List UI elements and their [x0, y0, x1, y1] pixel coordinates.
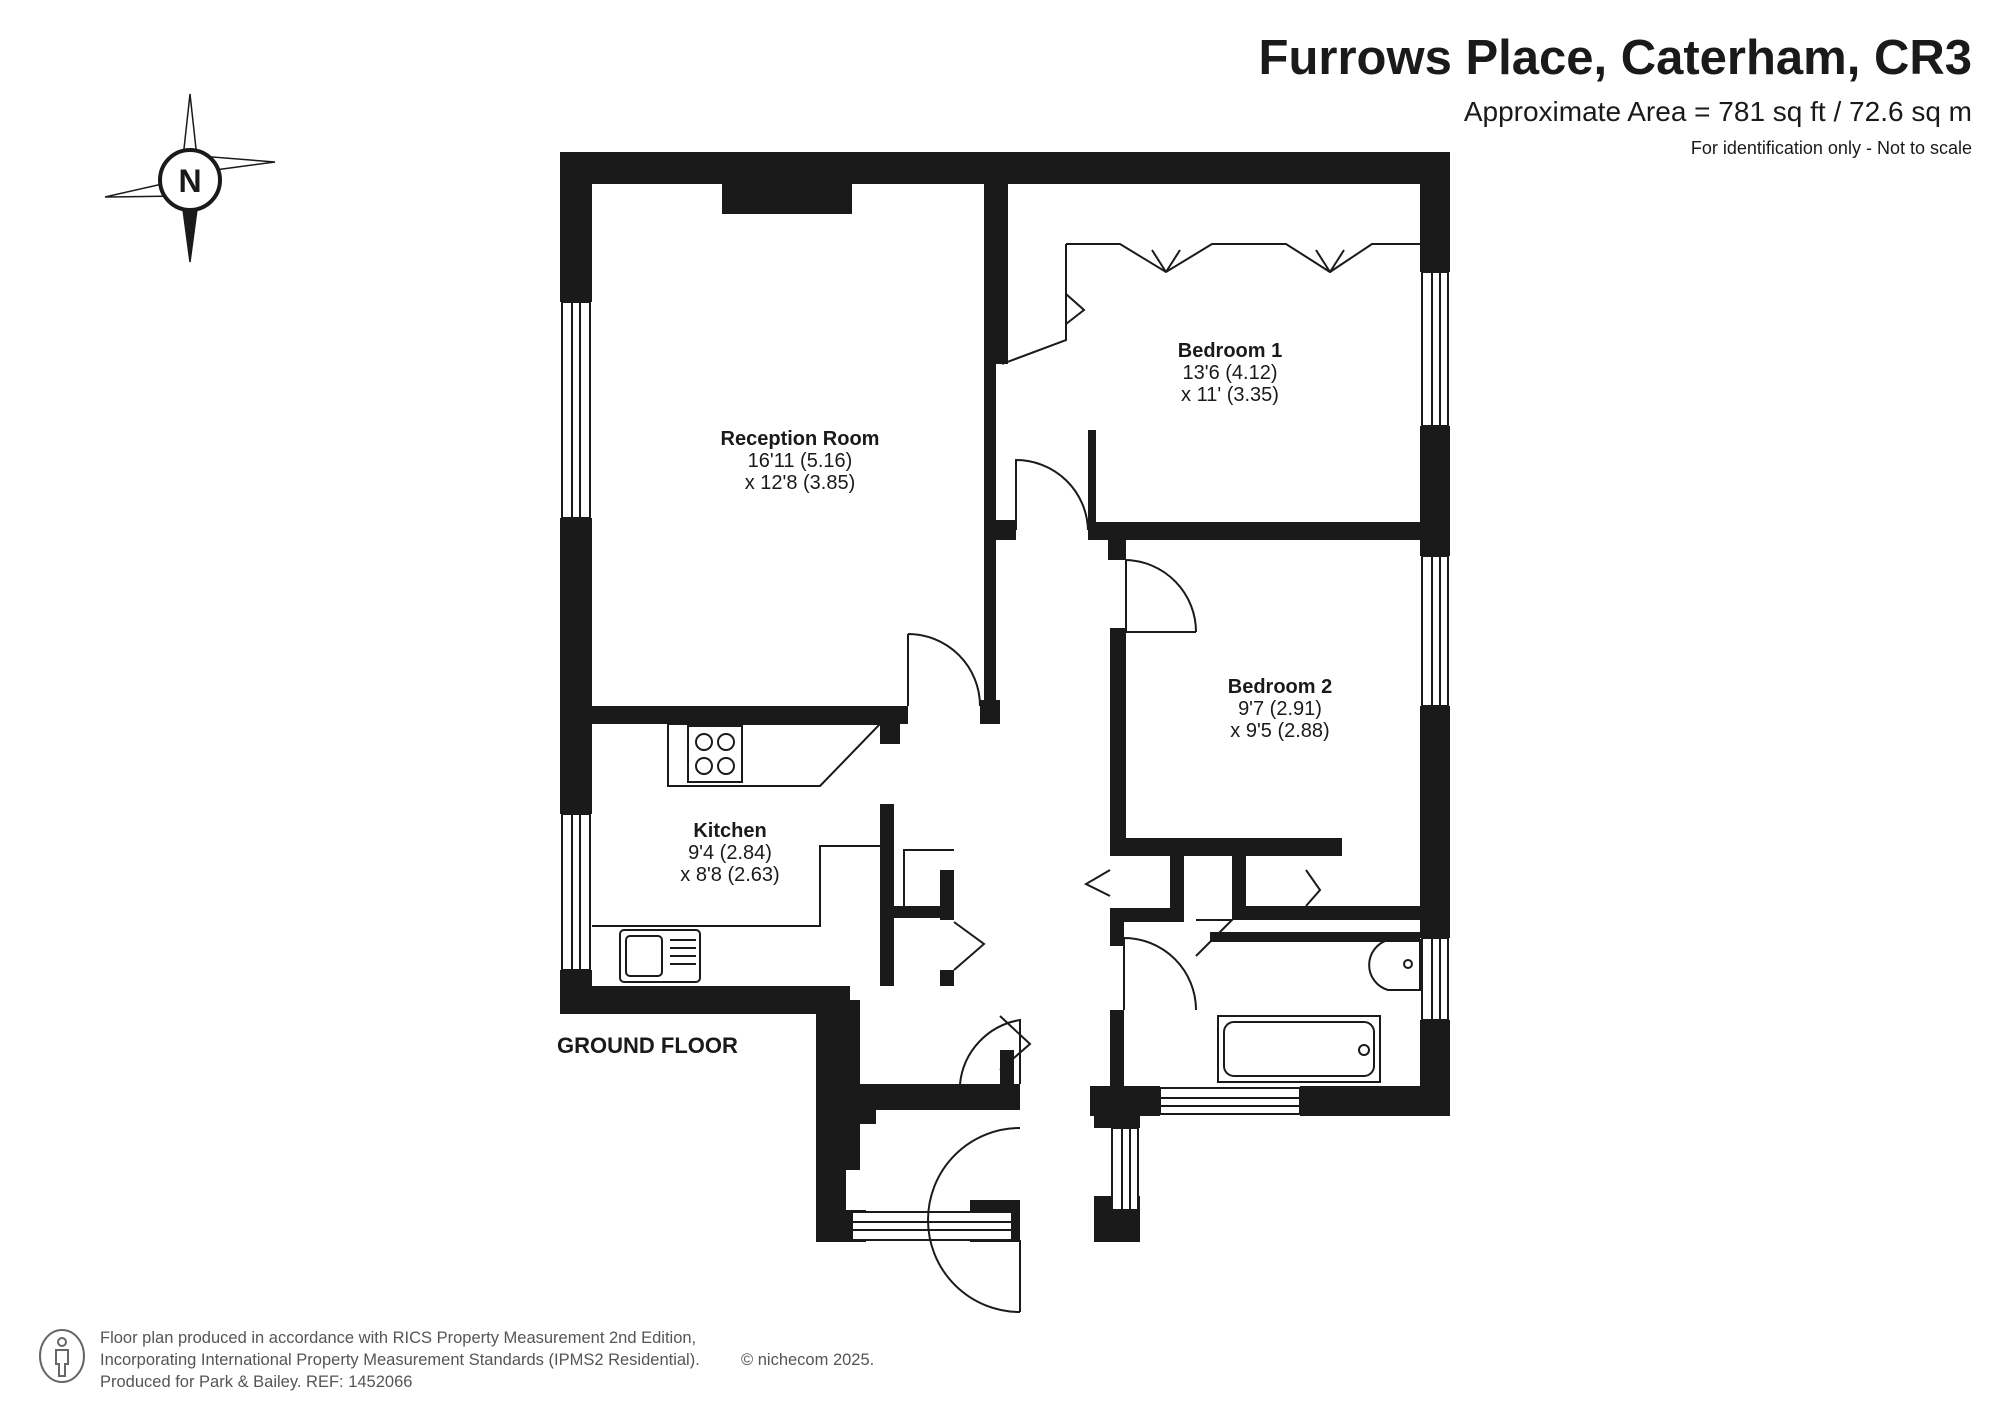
approximate-area: Approximate Area = 781 sq ft / 72.6 sq m	[1463, 96, 1972, 127]
wall-bath-left	[1110, 1010, 1124, 1086]
wall-bed1-left	[996, 184, 1008, 364]
room-name: Reception Room	[720, 428, 880, 450]
room-name: Kitchen	[693, 820, 767, 842]
door-wardrobe-bed2	[1305, 869, 1322, 907]
footer-line-2: Incorporating International Property Mea…	[100, 1351, 700, 1369]
door-hall-cupboard	[999, 1015, 1032, 1071]
bathroom-fittings	[1217, 939, 1421, 1083]
fireplace	[722, 184, 852, 214]
worktop-top	[667, 723, 883, 787]
property-title: Furrows Place, Caterham, CR3	[1258, 31, 1972, 85]
window-porch-side	[1111, 1127, 1139, 1211]
room-bedroom-2: Bedroom 2 9'7 (2.91) x 9'5 (2.88)	[1190, 676, 1370, 742]
wall-reception-bottom	[592, 706, 908, 724]
wall-top	[560, 152, 1450, 184]
wall-right-mid1	[1420, 426, 1450, 556]
room-dim-2: x 11' (3.35)	[1181, 384, 1279, 406]
doors	[903, 243, 1420, 1313]
room-dim-2: x 12'8 (3.85)	[744, 472, 856, 494]
room-kitchen: Kitchen 9'4 (2.84) x 8'8 (2.63)	[640, 820, 820, 886]
wall-kitchen-bottom	[560, 986, 850, 1014]
room-reception: Reception Room 16'11 (5.16) x 12'8 (3.85…	[690, 428, 910, 494]
wall-left-upper	[560, 152, 592, 302]
door-porch-inner	[959, 1018, 1021, 1085]
door-wardrobe-bed1-a	[1001, 244, 1086, 365]
door-bed2	[1125, 559, 1197, 633]
person-icon	[39, 1329, 85, 1383]
bath-icon	[1217, 1015, 1381, 1083]
worktop-bottom	[592, 845, 880, 927]
walls	[560, 152, 1450, 1242]
hob-icon	[687, 725, 743, 783]
door-reception	[907, 633, 981, 707]
window-kitchen	[561, 813, 591, 971]
window-porch-bottom	[851, 1211, 1013, 1241]
window-bath-bottom	[1159, 1087, 1301, 1115]
wall-reception-right-stub	[980, 700, 1000, 724]
room-dim-1: 9'7 (2.91)	[1238, 698, 1322, 720]
wall-bed1-bottom	[1088, 522, 1420, 540]
compass-north-letter: N	[178, 163, 201, 199]
basin-icon	[1368, 939, 1421, 991]
wall-bed1-left-lower	[996, 520, 1016, 540]
room-name: Bedroom 2	[1227, 676, 1333, 698]
compass-rose-icon: N	[104, 93, 276, 263]
room-name: Bedroom 1	[1177, 340, 1283, 362]
wall-right-mid2	[1420, 706, 1450, 938]
sink-icon	[619, 929, 701, 983]
wall-bed2-bottom	[1110, 838, 1342, 856]
wall-kitchen-top-stub	[880, 706, 900, 744]
door-cupboard2	[953, 921, 986, 971]
door-cupboard1	[903, 849, 954, 910]
wall-bath-bottom-right	[1300, 1086, 1450, 1116]
windows	[561, 271, 1449, 1241]
wall-left-mid	[560, 518, 592, 814]
footer-line-3: Produced for Park & Bailey. REF: 1452066	[100, 1373, 413, 1391]
door-front	[927, 1127, 1021, 1313]
footer-copyright: © nichecom 2025.	[741, 1351, 875, 1369]
wall-reception-right	[984, 184, 996, 724]
kitchen-fittings	[592, 723, 883, 983]
door-bath	[1123, 937, 1197, 1011]
room-dim-2: x 8'8 (2.63)	[680, 864, 780, 886]
wall-bed1-bottom-stub	[1088, 430, 1096, 540]
footer-line-1: Floor plan produced in accordance with R…	[100, 1329, 697, 1347]
footer: Floor plan produced in accordance with R…	[100, 1327, 874, 1393]
floor-label: GROUND FLOOR	[557, 1033, 738, 1058]
wall-bed2-top-stub	[1108, 540, 1126, 560]
disclaimer-note: For identification only - Not to scale	[1690, 138, 1972, 158]
wall-bed2-left	[1110, 628, 1126, 854]
door-cupboard-bed2	[1083, 869, 1111, 897]
bed2-cupboard-door	[1195, 919, 1235, 957]
room-dim-1: 9'4 (2.84)	[688, 842, 772, 864]
room-dim-1: 16'11 (5.16)	[747, 450, 853, 472]
window-bed2	[1421, 555, 1449, 707]
room-dim-1: 13'6 (4.12)	[1182, 362, 1278, 384]
window-bath	[1421, 937, 1449, 1021]
room-bedroom-1: Bedroom 1 13'6 (4.12) x 11' (3.35)	[1140, 340, 1320, 406]
door-bed1	[1015, 458, 1089, 531]
door-wardrobe-bed1-b	[1066, 243, 1420, 274]
wall-bath-top	[1210, 932, 1420, 942]
window-reception	[561, 301, 591, 519]
room-dim-2: x 9'5 (2.88)	[1230, 720, 1330, 742]
wall-right-top	[1420, 152, 1450, 272]
wall-kitchen-right	[880, 804, 894, 986]
window-bed1	[1421, 271, 1449, 427]
